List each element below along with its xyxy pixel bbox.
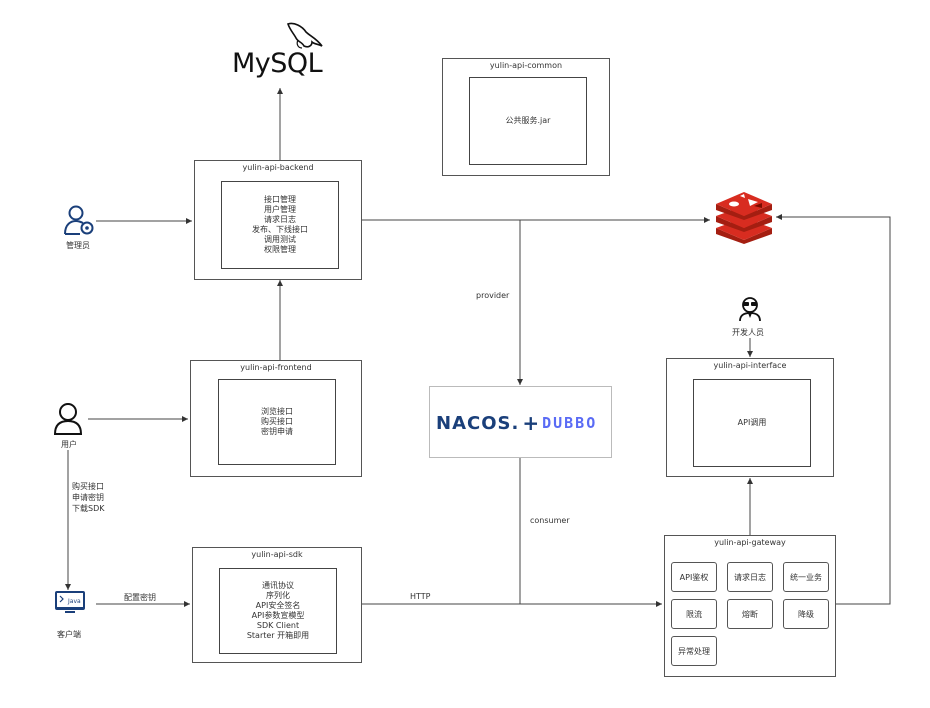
mysql-wordmark: MySQL: [232, 48, 323, 79]
interface-title: yulin-api-interface: [713, 361, 787, 370]
sdk-module: yulin-api-sdk 通讯协议 序列化 API安全签名 API参数宣模型 …: [192, 547, 362, 663]
backend-item: 接口管理: [264, 195, 296, 204]
backend-item: 请求日志: [264, 215, 296, 224]
backend-module: yulin-api-backend 接口管理 用户管理 请求日志 发布、下线接口…: [194, 160, 362, 280]
common-module: yulin-api-common 公共服务.jar: [442, 58, 610, 176]
sdk-item: 通讯协议: [262, 581, 294, 590]
gateway-title: yulin-api-gateway: [714, 538, 786, 547]
gateway-chip: 降级: [783, 599, 829, 629]
frontend-module: yulin-api-frontend 浏览接口 购买接口 密钥申请: [190, 360, 362, 477]
admin-icon: [62, 204, 96, 236]
sdk-item: Starter 开箱即用: [246, 631, 310, 640]
gateway-chip: 限流: [671, 599, 717, 629]
redis-icon: [714, 190, 774, 244]
plus-sign: +: [522, 411, 540, 435]
config-key-label: 配置密钥: [124, 593, 156, 602]
sdk-item: API参数宣模型: [251, 611, 305, 620]
mysql-logo: MySQL: [232, 20, 332, 82]
frontend-title: yulin-api-frontend: [240, 363, 312, 372]
admin-label: 管理员: [66, 241, 90, 250]
svg-text:Java: Java: [67, 598, 81, 605]
nacos-logo: NACOS. + DUBBO: [436, 411, 597, 435]
gateway-chip: API鉴权: [671, 562, 717, 592]
backend-inner: 接口管理 用户管理 请求日志 发布、下线接口 调用测试 权限管理: [221, 181, 339, 269]
user-label: 用户: [61, 440, 77, 449]
gateway-module: yulin-api-gateway API鉴权 请求日志 统一业务 限流 熔断 …: [664, 535, 836, 677]
frontend-item: 密钥申请: [261, 427, 293, 436]
dolphin-icon: [286, 22, 323, 49]
client-label: 客户端: [57, 630, 81, 639]
interface-inner: API调用: [693, 379, 811, 467]
sdk-title: yulin-api-sdk: [251, 550, 303, 559]
common-item: 公共服务.jar: [505, 116, 551, 125]
backend-item: 用户管理: [264, 205, 296, 214]
backend-item: 权限管理: [264, 245, 296, 254]
developer-icon: [736, 296, 764, 322]
gateway-chip: 异常处理: [671, 636, 717, 666]
interface-module: yulin-api-interface API调用: [666, 358, 834, 477]
frontend-item: 浏览接口: [261, 407, 293, 416]
user-icon: [52, 402, 84, 436]
sdk-item: 序列化: [266, 591, 290, 600]
common-title: yulin-api-common: [489, 61, 563, 70]
user-step: 下载SDK: [72, 504, 105, 513]
backend-item: 调用测试: [264, 235, 296, 244]
user-step: 申请密钥: [72, 493, 104, 502]
sdk-item: SDK Client: [256, 621, 300, 630]
interface-item: API调用: [737, 418, 767, 427]
sdk-inner: 通讯协议 序列化 API安全签名 API参数宣模型 SDK Client Sta…: [219, 568, 337, 654]
dubbo-wordmark: DUBBO: [542, 414, 598, 432]
provider-label: provider: [476, 291, 510, 300]
nacos-dubbo-box: NACOS. + DUBBO: [429, 386, 612, 458]
user-steps-label: 购买接口 申请密钥 下载SDK: [72, 481, 104, 514]
common-inner: 公共服务.jar: [469, 77, 587, 165]
gateway-chip: 熔断: [727, 599, 773, 629]
edge-gateway-redis: [776, 214, 891, 605]
gateway-chip: 请求日志: [727, 562, 773, 592]
nacos-wordmark: NACOS.: [436, 412, 520, 434]
gateway-chip: 统一业务: [783, 562, 829, 592]
sdk-item: API安全签名: [255, 601, 301, 610]
developer-label: 开发人员: [732, 328, 764, 337]
user-step: 购买接口: [72, 482, 104, 491]
http-label: HTTP: [410, 592, 431, 601]
java-client-icon: Java: [54, 590, 86, 614]
consumer-label: consumer: [530, 516, 570, 525]
frontend-inner: 浏览接口 购买接口 密钥申请: [218, 379, 336, 465]
backend-item: 发布、下线接口: [252, 225, 308, 234]
backend-title: yulin-api-backend: [242, 163, 314, 172]
frontend-item: 购买接口: [261, 417, 293, 426]
